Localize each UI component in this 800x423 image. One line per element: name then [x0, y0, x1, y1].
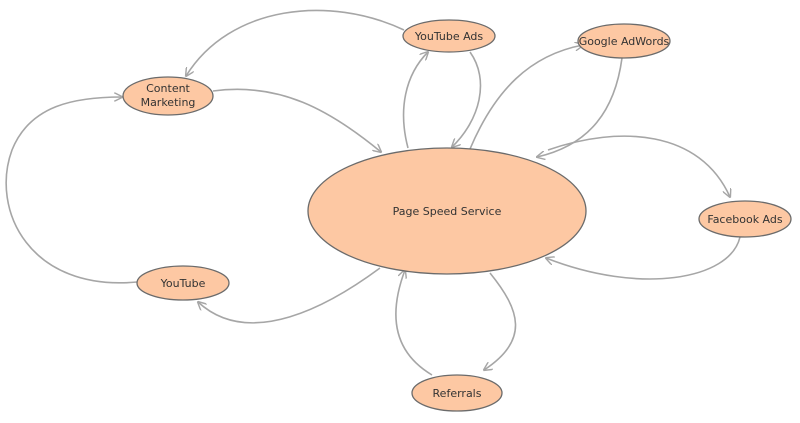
- node-label: YouTube Ads: [414, 30, 484, 43]
- edge-youtube-ads-to-content-marketing: [186, 9, 405, 76]
- edge-referrals-to-hub: [395, 270, 433, 376]
- node-page-speed-service[interactable]: Page Speed Service: [307, 147, 587, 275]
- edge-hub-to-referrals: [484, 272, 517, 370]
- edges: [5, 9, 741, 376]
- node-label: Page Speed Service: [393, 205, 502, 218]
- edge-facebook-ads-to-hub: [546, 236, 741, 280]
- node-label: Facebook Ads: [707, 213, 782, 226]
- node-label: Google AdWords: [579, 35, 670, 48]
- node-referrals[interactable]: Referrals: [411, 374, 503, 412]
- node-label: Referrals: [433, 387, 482, 400]
- edge-hub-to-google-adwords: [469, 45, 583, 150]
- node-label-line1: Content: [146, 82, 190, 95]
- edge-hub-to-youtube-ads: [402, 52, 428, 149]
- node-youtube[interactable]: YouTube: [136, 265, 230, 301]
- node-label-line2: Marketing: [141, 96, 196, 109]
- node-label: YouTube: [160, 277, 206, 290]
- edge-google-adwords-to-hub: [537, 57, 623, 157]
- node-content-marketing[interactable]: Content Marketing: [122, 76, 214, 116]
- edge-youtube-ads-to-hub: [452, 51, 482, 147]
- edge-content-marketing-to-hub: [212, 88, 381, 152]
- node-google-adwords[interactable]: Google AdWords: [577, 23, 671, 59]
- node-youtube-ads[interactable]: YouTube Ads: [402, 19, 496, 53]
- node-facebook-ads[interactable]: Facebook Ads: [698, 200, 792, 238]
- edge-hub-to-facebook-ads: [547, 135, 730, 197]
- edge-youtube-to-content-marketing: [5, 97, 138, 284]
- edge-hub-to-youtube: [198, 267, 381, 324]
